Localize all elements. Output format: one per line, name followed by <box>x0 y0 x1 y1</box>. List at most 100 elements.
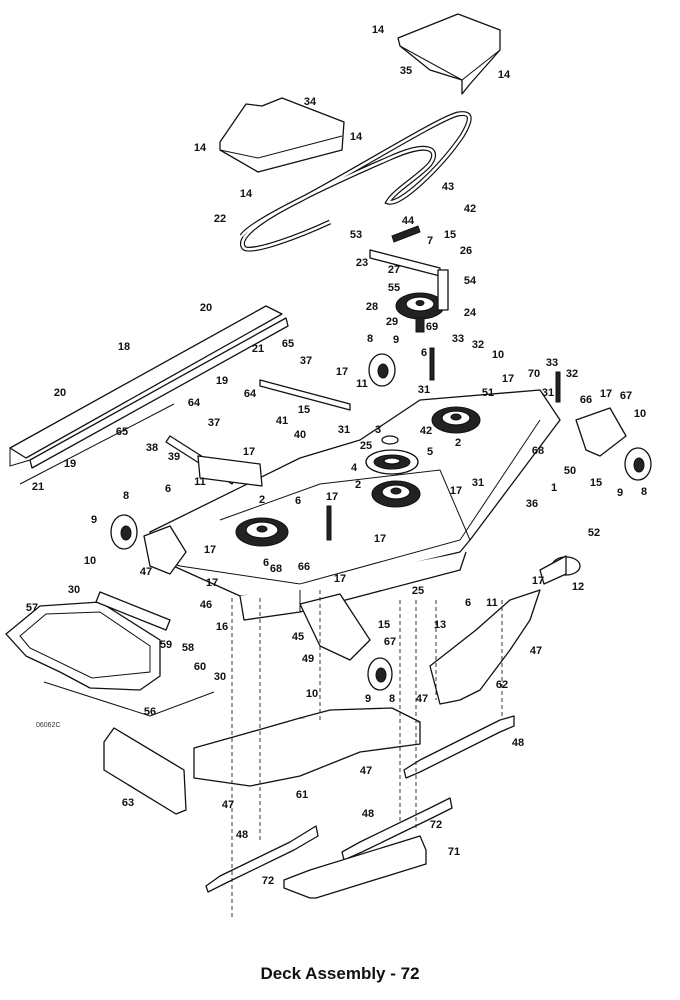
callout-34: 34 <box>304 96 317 108</box>
callout-18: 18 <box>118 341 130 353</box>
callout-66: 66 <box>298 561 310 573</box>
callout-72: 72 <box>262 875 274 887</box>
callout-2: 2 <box>259 494 265 506</box>
blade-48-right <box>403 715 515 779</box>
callout-61: 61 <box>296 789 308 801</box>
callout-8: 8 <box>367 333 373 345</box>
callout-48: 48 <box>236 829 248 841</box>
callout-37: 37 <box>208 417 220 429</box>
callout-42: 42 <box>420 425 432 437</box>
belt-shield-35 <box>397 13 501 95</box>
callout-1: 1 <box>551 482 557 494</box>
callout-25: 25 <box>412 585 424 597</box>
callout-6: 6 <box>465 597 471 609</box>
callout-35: 35 <box>400 65 412 77</box>
callout-64: 64 <box>244 388 257 400</box>
callout-43: 43 <box>442 181 454 193</box>
callout-50: 50 <box>564 465 576 477</box>
callout-17: 17 <box>600 388 612 400</box>
callout-21: 21 <box>252 343 264 355</box>
callout-4: 4 <box>351 462 358 474</box>
pulley-shield-34 <box>219 97 345 173</box>
callout-17: 17 <box>532 575 544 587</box>
callout-37: 37 <box>300 355 312 367</box>
callout-51: 51 <box>482 387 494 399</box>
callout-15: 15 <box>378 619 390 631</box>
callout-31: 31 <box>418 384 430 396</box>
callout-9: 9 <box>617 487 623 499</box>
callout-41: 41 <box>276 415 288 427</box>
callout-28: 28 <box>366 301 378 313</box>
callout-11: 11 <box>356 378 368 390</box>
callout-70: 70 <box>528 368 540 380</box>
callout-17: 17 <box>450 485 462 497</box>
callout-33: 33 <box>452 333 464 345</box>
callout-8: 8 <box>389 693 395 705</box>
callout-38: 38 <box>146 442 158 454</box>
callout-8: 8 <box>123 490 129 502</box>
callout-19: 19 <box>216 375 228 387</box>
callout-17: 17 <box>243 446 255 458</box>
callout-72: 72 <box>430 819 442 831</box>
callout-22: 22 <box>214 213 226 225</box>
callout-17: 17 <box>334 573 346 585</box>
callout-2: 2 <box>355 479 361 491</box>
discharge-chute-57 <box>5 601 161 691</box>
callout-63: 63 <box>122 797 134 809</box>
callout-17: 17 <box>206 577 218 589</box>
callout-10: 10 <box>306 688 318 700</box>
callout-6: 6 <box>263 557 269 569</box>
callout-48: 48 <box>362 808 374 820</box>
callout-6: 6 <box>295 495 301 507</box>
callout-68: 68 <box>532 445 544 457</box>
callout-8: 8 <box>641 486 647 498</box>
callout-15: 15 <box>444 229 456 241</box>
callout-67: 67 <box>384 636 396 648</box>
callout-17: 17 <box>502 373 514 385</box>
gauge-wheel-upper <box>368 353 396 387</box>
callout-49: 49 <box>302 653 314 665</box>
callout-64: 64 <box>188 397 201 409</box>
gauge-wheel-right <box>624 447 652 481</box>
callout-20: 20 <box>54 387 66 399</box>
callout-65: 65 <box>116 426 128 438</box>
blade-48-left <box>205 825 319 893</box>
callout-14: 14 <box>194 142 207 154</box>
callout-14: 14 <box>350 131 363 143</box>
callout-17: 17 <box>336 366 348 378</box>
spindle-pulley-left <box>235 517 289 547</box>
callout-32: 32 <box>472 339 484 351</box>
callout-32: 32 <box>566 368 578 380</box>
callout-47: 47 <box>222 799 234 811</box>
callout-53: 53 <box>350 229 362 241</box>
callout-71: 71 <box>448 846 460 858</box>
callout-68: 68 <box>270 563 282 575</box>
anti-scalp-bar-18 <box>9 305 283 459</box>
callout-24: 24 <box>464 307 477 319</box>
callout-11: 11 <box>486 597 498 609</box>
callout-17: 17 <box>204 544 216 556</box>
callout-46: 46 <box>200 599 212 611</box>
gauge-wheel-left <box>110 514 138 550</box>
drive-pulley-4 <box>365 449 419 475</box>
callout-10: 10 <box>634 408 646 420</box>
callout-31: 31 <box>338 424 350 436</box>
callout-14: 14 <box>372 24 385 36</box>
callout-10: 10 <box>492 349 504 361</box>
callout-15: 15 <box>590 477 602 489</box>
drawing-code: 06062C <box>36 722 61 729</box>
callout-65: 65 <box>282 338 294 350</box>
callout-54: 54 <box>464 275 477 287</box>
callout-30: 30 <box>68 584 80 596</box>
callout-12: 12 <box>572 581 584 593</box>
callout-47: 47 <box>416 693 428 705</box>
callout-9: 9 <box>91 514 97 526</box>
callout-5: 5 <box>427 446 433 458</box>
callout-31: 31 <box>472 477 484 489</box>
callout-62: 62 <box>496 679 508 691</box>
callout-17: 17 <box>326 491 338 503</box>
callout-9: 9 <box>393 334 399 346</box>
callout-30: 30 <box>214 671 226 683</box>
callout-39: 39 <box>168 451 180 463</box>
callout-36: 36 <box>526 498 538 510</box>
